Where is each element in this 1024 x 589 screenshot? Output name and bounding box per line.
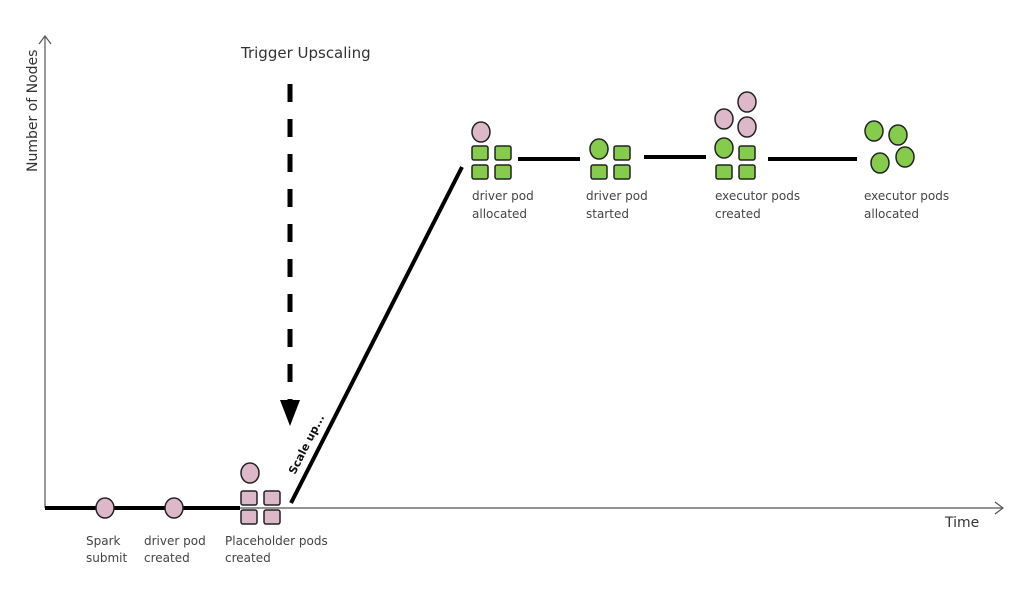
y-axis-label: Number of Nodes xyxy=(25,50,41,172)
node-ready-icon xyxy=(613,145,631,161)
node-ready-icon xyxy=(613,164,631,180)
node-pending-icon xyxy=(240,509,258,525)
pod-pending-icon xyxy=(737,116,757,138)
pod-running-icon xyxy=(589,138,609,160)
node-ready-icon xyxy=(738,145,756,161)
down-arrow-icon xyxy=(280,400,300,426)
pod-pending-icon xyxy=(737,91,757,113)
node-ready-icon xyxy=(471,164,489,180)
node-ready-icon xyxy=(738,164,756,180)
pod-running-icon xyxy=(888,124,908,146)
stage-driver-pod-allocated: driver pod allocated xyxy=(471,121,534,221)
node-pending-icon xyxy=(263,490,281,506)
svg-text:Spark: Spark xyxy=(86,534,121,548)
node-ready-icon xyxy=(494,164,512,180)
y-axis-arrow-icon xyxy=(38,35,52,45)
svg-text:driver pod: driver pod xyxy=(144,534,206,548)
svg-text:driver pod: driver pod xyxy=(472,189,534,203)
scale-up-line xyxy=(289,166,464,504)
svg-text:created: created xyxy=(144,551,190,565)
pod-pending-icon xyxy=(164,497,184,519)
node-ready-icon xyxy=(471,145,489,161)
pod-pending-icon xyxy=(471,121,491,143)
pod-running-icon xyxy=(714,137,734,159)
stage-spark-submit: Spark submit xyxy=(86,497,127,565)
stage-placeholder-pods-created: Placeholder pods created xyxy=(225,462,328,565)
svg-text:driver pod: driver pod xyxy=(586,189,648,203)
pod-running-icon xyxy=(895,146,915,168)
pod-running-icon xyxy=(864,120,884,142)
pod-running-icon xyxy=(870,152,890,174)
svg-text:submit: submit xyxy=(86,551,127,565)
svg-text:created: created xyxy=(715,207,761,221)
pod-pending-icon xyxy=(240,462,260,484)
svg-text:allocated: allocated xyxy=(864,207,919,221)
svg-text:allocated: allocated xyxy=(472,207,527,221)
svg-text:executor pods: executor pods xyxy=(715,189,800,203)
stage-driver-pod-started: driver pod started xyxy=(586,138,648,221)
node-pending-icon xyxy=(240,490,258,506)
stage-executor-pods-allocated: executor pods allocated xyxy=(864,120,949,221)
stage-executor-pods-created: executor pods created xyxy=(714,91,800,221)
node-ready-icon xyxy=(590,164,608,180)
svg-text:created: created xyxy=(225,551,271,565)
x-axis-label: Time xyxy=(944,515,979,531)
stage-driver-pod-created: driver pod created xyxy=(144,497,206,565)
pod-pending-icon xyxy=(95,497,115,519)
pod-pending-icon xyxy=(714,108,734,130)
node-ready-icon xyxy=(494,145,512,161)
svg-text:executor pods: executor pods xyxy=(864,189,949,203)
trigger-title: Trigger Upscaling xyxy=(240,44,371,62)
x-axis-arrow-icon xyxy=(994,501,1004,515)
svg-text:Placeholder pods: Placeholder pods xyxy=(225,534,328,548)
node-ready-icon xyxy=(715,164,733,180)
svg-text:started: started xyxy=(586,207,629,221)
node-pending-icon xyxy=(263,509,281,525)
